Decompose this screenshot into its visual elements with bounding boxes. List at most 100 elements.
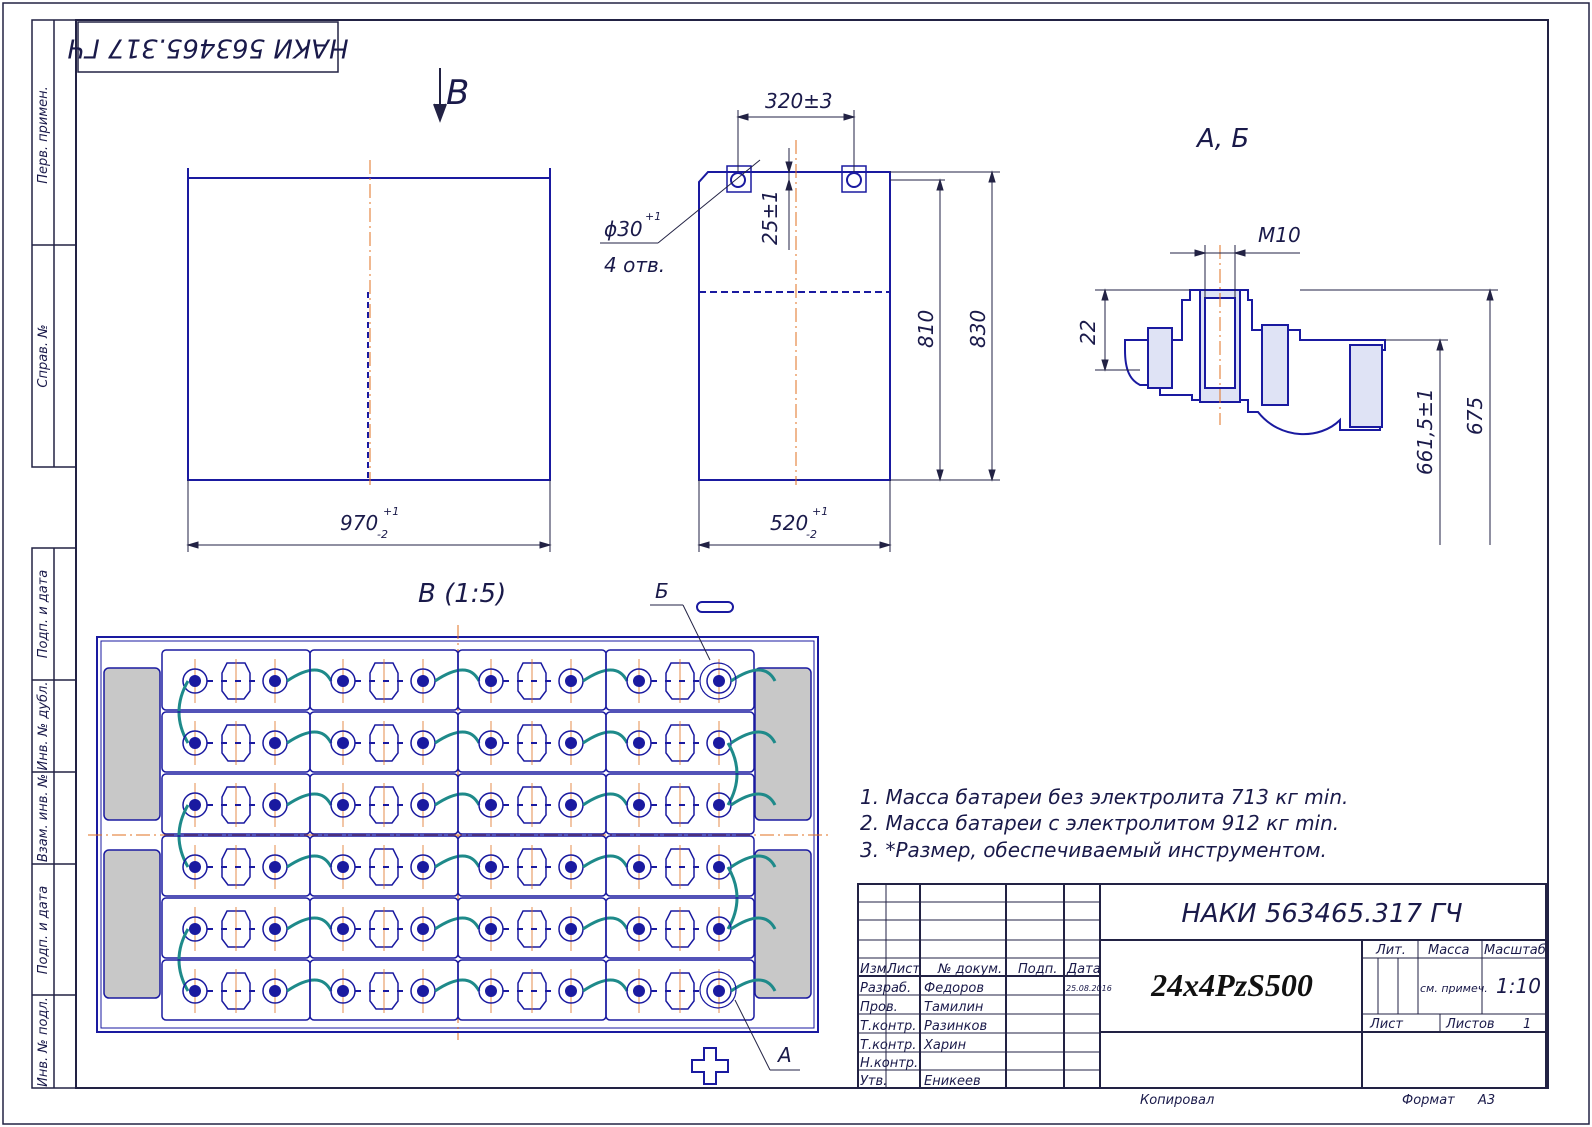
dim-depth-value: 520 (770, 511, 808, 535)
tb-role-tech-control-2: Т.контр. (860, 1038, 916, 1053)
dim-hole-offset-value: 25±1 (758, 190, 782, 245)
terminal-pole-core (713, 675, 725, 687)
hole-diameter: ϕ30 (604, 217, 643, 241)
note-3: 3. *Размер, обеспечиваемый инструментом. (860, 838, 1327, 862)
terminal-pole-core (633, 675, 645, 687)
terminal-pole-core (485, 675, 497, 687)
vent-plug (221, 786, 251, 824)
stamp-dup-inv-no: Инв. № дубл. (36, 682, 51, 771)
terminal-pole-core (417, 861, 429, 873)
vent-plug (665, 786, 695, 824)
terminal-pole-core (633, 985, 645, 997)
positive-terminal-ring (699, 971, 737, 1009)
terminal-pole-core (565, 861, 577, 873)
terminal-pole-core (713, 737, 725, 749)
vent-plug (665, 662, 695, 700)
terminal-pole-core (485, 861, 497, 873)
terminal-pole-core (713, 799, 725, 811)
tb-scale-value: 1:10 (1496, 974, 1541, 998)
terminal-pole-core (417, 985, 429, 997)
cell-connector (286, 792, 333, 807)
terminal-pole-core (189, 985, 201, 997)
tb-sheets-label: Листов (1445, 1017, 1495, 1032)
cell-connector (434, 916, 481, 931)
tb-date-developer: 25.08.2016 (1066, 984, 1112, 993)
cell-connector (582, 730, 629, 745)
footer-format-value: А3 (1477, 1093, 1495, 1108)
vent-plug (221, 724, 251, 762)
product-name: 24x4PzS500 (1150, 967, 1313, 1003)
terminal-pole-core (713, 985, 725, 997)
dim-hole-spacing-value: 320±3 (765, 89, 833, 113)
terminal-pole-core (417, 675, 429, 687)
terminal-section (1124, 245, 1386, 436)
vent-plug (369, 848, 399, 886)
dim-depth-tol-upper: +1 (812, 505, 828, 518)
tb-sheets-value: 1 (1523, 1017, 1531, 1032)
top-view (88, 625, 828, 1040)
hole-leader (600, 159, 761, 244)
cell-connector (286, 730, 333, 745)
terminal-pole-core (337, 861, 349, 873)
section-title: А, Б (1195, 124, 1249, 154)
cell-connector (582, 668, 629, 683)
tb-scale-label: Масштаб (1484, 943, 1546, 958)
tb-role-approved: Утв. (860, 1074, 887, 1089)
footer-copied: Копировал (1140, 1093, 1214, 1108)
cell-connector (286, 668, 333, 683)
vent-plug (517, 910, 547, 948)
vent-plug (517, 972, 547, 1010)
negative-terminal-icon (696, 601, 734, 613)
terminal-pole-core (417, 799, 429, 811)
vent-plug (221, 972, 251, 1010)
terminal-pole-core (337, 923, 349, 935)
tb-col-change: Изм. (860, 962, 891, 977)
terminal-pole-core (269, 737, 281, 749)
vent-plug (221, 662, 251, 700)
terminal-pole-core (269, 675, 281, 687)
note-2: 2. Масса батареи с электролитом 912 кг m… (860, 811, 1339, 835)
dim-depth-tol-lower: -2 (806, 528, 817, 541)
dim-height-total: 830 (966, 310, 990, 348)
terminal-pole-core (565, 799, 577, 811)
dim-width-tol-upper: +1 (383, 505, 399, 518)
terminal-pole-core (485, 923, 497, 935)
cell-connector (582, 792, 629, 807)
vent-plug (517, 724, 547, 762)
cell-connector (434, 978, 481, 993)
hole-count: 4 отв. (604, 253, 665, 277)
positive-terminal-ref: А (776, 1043, 792, 1067)
footer-format-label: Формат (1402, 1093, 1455, 1108)
tb-role-tech-control-1: Т.контр. (860, 1019, 916, 1034)
view-arrow (433, 68, 447, 123)
terminal-pole-core (337, 675, 349, 687)
tb-mass-value: см. примеч. (1420, 982, 1488, 995)
view-arrow-label: В (446, 73, 469, 113)
cell (605, 835, 755, 897)
terminal-pole-core (633, 799, 645, 811)
dim-width (186, 480, 552, 552)
dim-hole-offset (785, 148, 793, 250)
tb-mass-label: Масса (1428, 943, 1469, 958)
tb-name-developer: Федоров (924, 981, 984, 996)
cell-connector (730, 730, 777, 745)
doc-code-rotated: НАКИ 563465.317 ГЧ (67, 33, 348, 63)
tb-sheet-label: Лист (1369, 1017, 1403, 1032)
terminal-pole-core (565, 675, 577, 687)
terminal-pole-core (565, 985, 577, 997)
cell (605, 959, 755, 1021)
side-view (698, 140, 891, 485)
vent-plug (665, 724, 695, 762)
dim-terminal-top: 675 (1463, 397, 1487, 435)
vent-plug (221, 910, 251, 948)
tb-role-checker: Пров. (860, 1000, 898, 1015)
vent-plug (369, 972, 399, 1010)
tb-name-approved: Еникеев (924, 1074, 981, 1089)
vent-plug (665, 910, 695, 948)
cell-connector (286, 916, 333, 931)
terminal-pole-core (485, 799, 497, 811)
terminal-pole-core (417, 923, 429, 935)
terminal-pole-core (485, 737, 497, 749)
